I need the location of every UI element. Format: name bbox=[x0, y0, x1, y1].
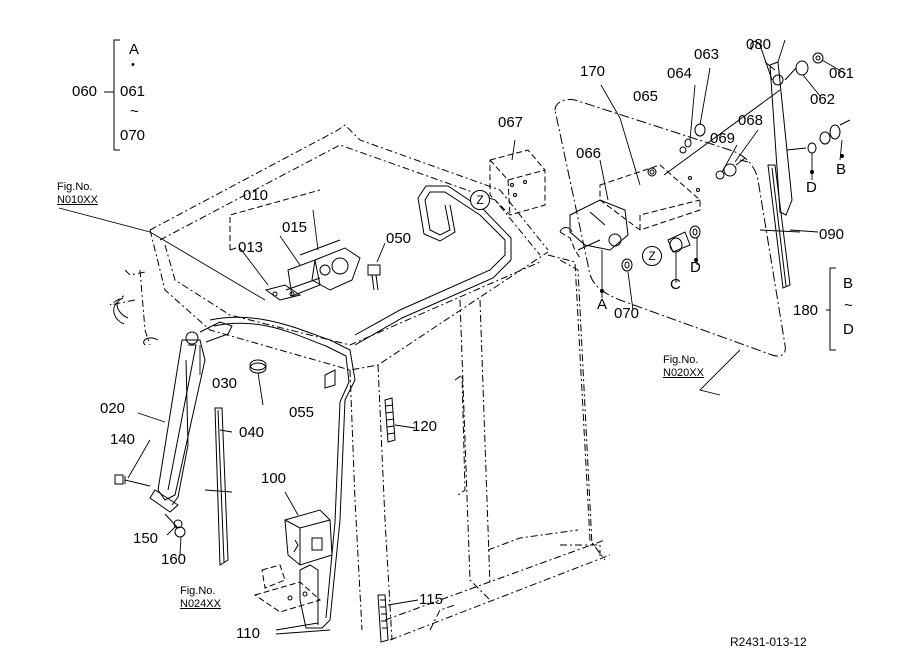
figure-ref-n020: Fig.No. N020XX bbox=[663, 354, 704, 379]
leader-lines bbox=[58, 39, 847, 606]
callout-140: 140 bbox=[110, 431, 136, 448]
group-180-from: B bbox=[843, 275, 854, 292]
group-060-ref: 060 bbox=[72, 83, 98, 100]
rear-wiper-arm bbox=[750, 40, 793, 216]
callout-020: 020 bbox=[100, 400, 126, 417]
callout-069: 069 bbox=[710, 130, 736, 147]
group-060-tilde: ~ bbox=[130, 103, 139, 120]
callout-080: 080 bbox=[746, 36, 772, 53]
front-wiper-motor bbox=[299, 239, 361, 291]
group-060-separator: • bbox=[131, 59, 135, 71]
rear-wiper-motor bbox=[559, 199, 629, 251]
group-060-tag: A bbox=[129, 41, 140, 58]
group-bracket-010 bbox=[229, 189, 321, 250]
tank-bracket bbox=[253, 564, 321, 613]
callout-062: 062 bbox=[810, 91, 836, 108]
callout-100: 100 bbox=[261, 470, 287, 487]
bracket-180 bbox=[826, 267, 836, 351]
callout-068: 068 bbox=[738, 112, 764, 129]
callout-160: 160 bbox=[161, 551, 187, 568]
callout-030: 030 bbox=[212, 375, 238, 392]
rear-window bbox=[554, 99, 786, 357]
washer-tank bbox=[284, 509, 333, 566]
tag-b: B bbox=[836, 161, 847, 178]
bracket-060 bbox=[104, 39, 120, 151]
bushing-b bbox=[819, 119, 851, 145]
callout-115: 115 bbox=[419, 591, 443, 608]
cover-067 bbox=[489, 149, 546, 216]
washer-063-064 bbox=[679, 123, 706, 154]
arm-cable bbox=[143, 337, 159, 346]
bolt-068-069 bbox=[715, 157, 749, 180]
callout-110: 110 bbox=[236, 625, 260, 642]
callout-013: 013 bbox=[238, 239, 264, 256]
callout-070: 070 bbox=[614, 305, 640, 322]
callout-040: 040 bbox=[239, 424, 265, 441]
sleeve-c bbox=[667, 231, 691, 253]
callout-061: 061 bbox=[829, 65, 855, 82]
strip-120 bbox=[384, 397, 396, 443]
callout-063: 063 bbox=[694, 46, 720, 63]
tag-a-rear: A bbox=[597, 296, 608, 313]
tag-d-upper: D bbox=[806, 179, 817, 196]
callout-120: 120 bbox=[412, 418, 438, 435]
callout-010: 010 bbox=[243, 187, 269, 204]
tag-d-lower: D bbox=[690, 259, 701, 276]
rear-bracket-066 bbox=[599, 164, 701, 231]
callout-065: 065 bbox=[633, 88, 659, 105]
drawing-id: R2431-013-12 bbox=[730, 635, 807, 649]
callout-050: 050 bbox=[386, 230, 412, 247]
grommet-055 bbox=[249, 359, 267, 374]
cabin-frame bbox=[109, 124, 611, 641]
callout-090: 090 bbox=[819, 226, 845, 243]
front-wiper-arm bbox=[149, 331, 206, 513]
callout-066: 066 bbox=[576, 145, 602, 162]
pivot-link bbox=[199, 321, 233, 343]
view-marker-z-rear: Z bbox=[642, 246, 662, 266]
rear-wiper-blade bbox=[759, 164, 801, 289]
washer-d-lower bbox=[689, 225, 701, 239]
group-180-tilde: ~ bbox=[844, 297, 853, 314]
nut-070 bbox=[621, 258, 633, 272]
callout-055: 055 bbox=[289, 404, 315, 421]
callout-170: 170 bbox=[580, 63, 606, 80]
bracket-013 bbox=[264, 284, 302, 301]
bolt-140 bbox=[114, 474, 151, 487]
view-marker-z-front: Z bbox=[470, 190, 490, 210]
washer-hose bbox=[209, 185, 512, 629]
group-060-to: 070 bbox=[120, 127, 146, 144]
group-180-to: D bbox=[843, 321, 854, 338]
callout-150: 150 bbox=[133, 530, 159, 547]
washer-062 bbox=[784, 60, 809, 81]
nut-061 bbox=[812, 52, 824, 64]
front-wiper-blade bbox=[204, 407, 233, 566]
callout-067: 067 bbox=[498, 114, 524, 131]
callout-015: 015 bbox=[282, 219, 308, 236]
washer-150-160 bbox=[164, 513, 186, 538]
hose-110-leader bbox=[275, 622, 331, 635]
figure-ref-n024: Fig.No. N024XX bbox=[180, 585, 221, 610]
group-180-ref: 180 bbox=[793, 302, 819, 319]
bracket-015 bbox=[285, 259, 321, 297]
strip-115 bbox=[377, 594, 389, 643]
callout-064: 064 bbox=[667, 65, 693, 82]
tag-c: C bbox=[670, 276, 681, 293]
group-060-from: 061 bbox=[120, 83, 146, 100]
bolt-050 bbox=[367, 264, 381, 291]
washer-d bbox=[807, 142, 817, 154]
leader-065 bbox=[663, 89, 781, 176]
figure-ref-n010: Fig.No. N010XX bbox=[57, 181, 98, 206]
